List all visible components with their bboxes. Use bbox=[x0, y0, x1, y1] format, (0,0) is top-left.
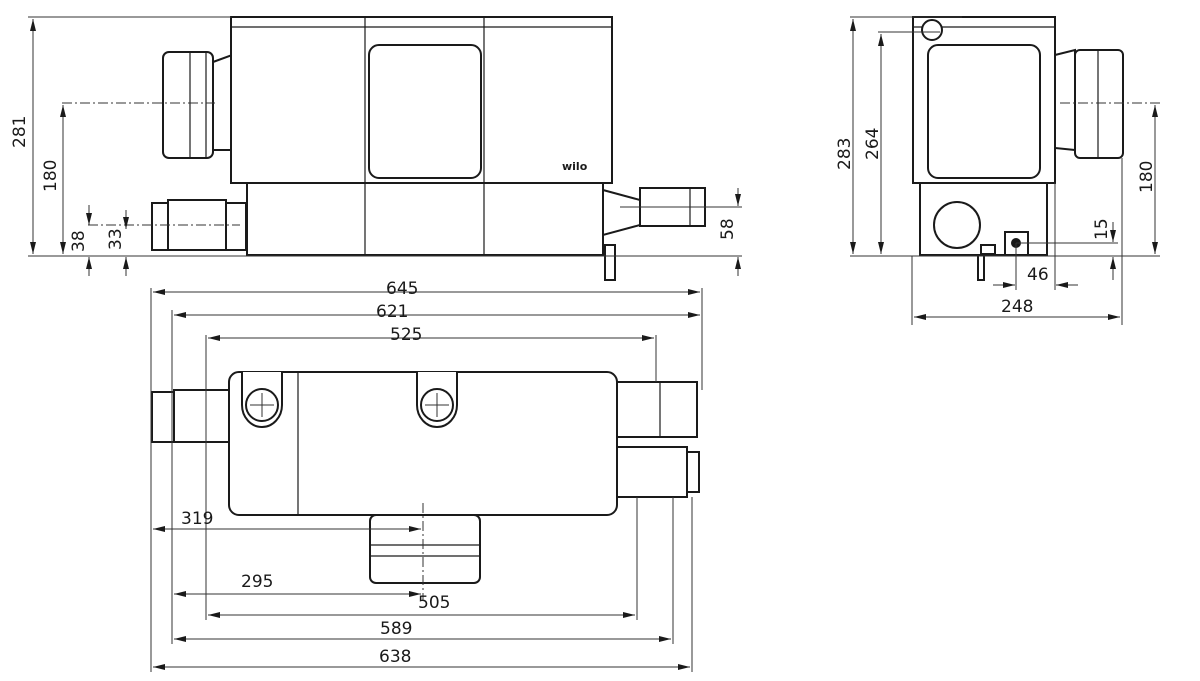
inspection-window bbox=[368, 44, 482, 179]
side-window bbox=[927, 44, 1041, 179]
dim-621: 621 bbox=[376, 302, 408, 322]
dim-283: 283 bbox=[835, 138, 855, 170]
bottom-outlet bbox=[369, 514, 481, 584]
dim-319: 319 bbox=[181, 509, 213, 529]
top-left-pipe bbox=[151, 391, 175, 443]
dim-58: 58 bbox=[718, 218, 738, 240]
dim-side-180: 180 bbox=[1137, 161, 1157, 193]
dim-281: 281 bbox=[10, 116, 30, 148]
dim-46: 46 bbox=[1027, 265, 1049, 285]
brand-logo: wilo bbox=[562, 160, 588, 173]
lower-housing bbox=[246, 182, 604, 256]
side-inlet-pipe bbox=[1074, 49, 1124, 159]
side-port bbox=[933, 201, 981, 249]
dim-180: 180 bbox=[41, 160, 61, 192]
top-view: 645 621 525 319 295 505 589 638 bbox=[150, 279, 703, 672]
top-right-pipe-lower bbox=[616, 446, 688, 498]
top-right-pipe-upper bbox=[616, 381, 698, 438]
dim-525: 525 bbox=[390, 325, 422, 345]
dim-33: 33 bbox=[106, 228, 126, 250]
dim-645: 645 bbox=[386, 279, 418, 299]
dim-248: 248 bbox=[1001, 297, 1033, 317]
front-view: wilo 281 180 38 33 58 bbox=[10, 16, 742, 281]
dim-295: 295 bbox=[241, 572, 273, 592]
dim-264: 264 bbox=[863, 128, 883, 160]
side-view: 283 264 180 15 46 248 bbox=[835, 16, 1160, 325]
dim-38: 38 bbox=[69, 230, 89, 252]
outlet-pipe bbox=[602, 188, 641, 237]
dim-589: 589 bbox=[380, 619, 412, 639]
dim-505: 505 bbox=[418, 593, 450, 613]
dim-638: 638 bbox=[379, 647, 411, 667]
dim-15: 15 bbox=[1092, 218, 1112, 240]
